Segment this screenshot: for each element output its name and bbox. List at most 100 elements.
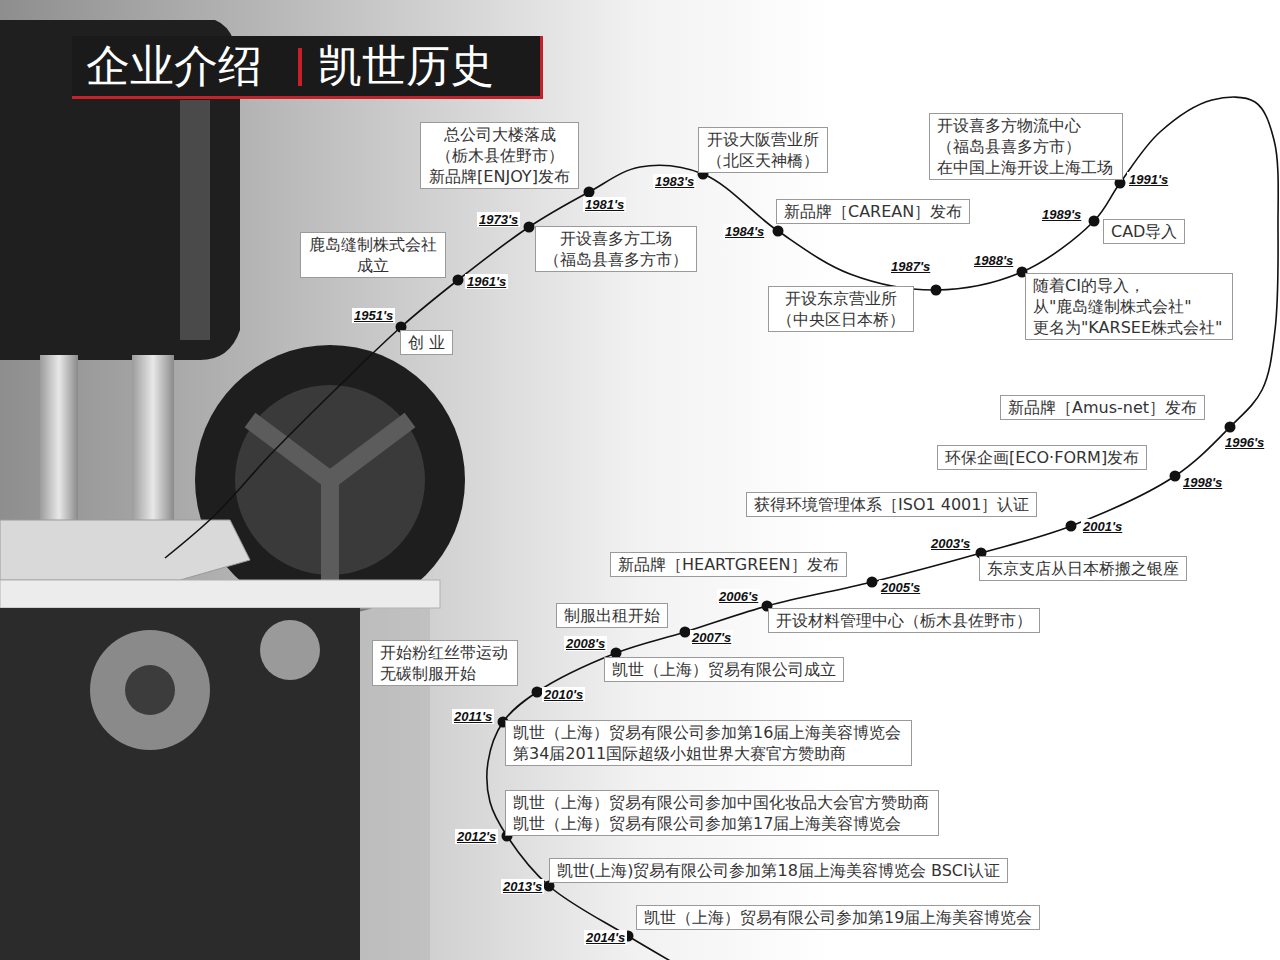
event-text: 新品牌［CAREAN］发布: [784, 201, 962, 222]
event-box: 凯世（上海）贸易有限公司成立: [604, 657, 844, 682]
event-box: 开设喜多方工场 （福岛县喜多方市）: [535, 226, 697, 272]
event-text: 随着CI的导入， 从"鹿岛缝制株式会社" 更名为"KARSEE株式会社": [1033, 275, 1225, 338]
year-label: 2011's: [452, 709, 494, 724]
presser-foot: [0, 520, 250, 580]
event-box: 创 业: [400, 330, 453, 355]
event-text: 凯世（上海）贸易有限公司参加第16届上海美容博览会 第34届2011国际超级小姐…: [513, 722, 904, 764]
year-label: 1951's: [352, 308, 395, 323]
event-box: 凯世（上海）贸易有限公司参加第19届上海美容博览会: [636, 905, 1040, 930]
event-box: 开设大阪营业所 （北区天神橋）: [698, 127, 828, 173]
year-dot: [680, 627, 691, 638]
event-text: 凯世（上海）贸易有限公司成立: [612, 659, 836, 680]
event-text: 凯世（上海）贸易有限公司参加第19届上海美容博览会: [644, 907, 1032, 928]
year-dot: [1170, 471, 1181, 482]
event-box: 总公司大楼落成 （栃木县佐野市） 新品牌[ENJOY]发布: [420, 122, 579, 189]
year-label: 1988's: [972, 253, 1015, 268]
year-label: 2007's: [690, 630, 733, 645]
hand-wheel: [195, 345, 465, 615]
event-box: 凯世（上海）贸易有限公司参加中国化妆品大会官方赞助商 凯世（上海）贸易有限公司参…: [505, 790, 939, 836]
year-dot: [1225, 422, 1236, 433]
title-bar: [72, 36, 540, 96]
event-box: 开设喜多方物流中心 （福岛县喜多方市） 在中国上海开设上海工场: [929, 113, 1123, 180]
bobbin-center: [125, 665, 175, 715]
event-box: 东京支店从日本桥搬之银座: [979, 556, 1187, 581]
year-label: 1998's: [1181, 475, 1224, 490]
year-label: 1991's: [1127, 172, 1170, 187]
year-dot: [1089, 216, 1100, 227]
timeline-curve: [165, 97, 1278, 960]
small-gear: [260, 620, 320, 680]
event-box: 新品牌［CAREAN］发布: [776, 199, 970, 224]
year-label: 2012's: [455, 829, 498, 844]
year-label: 2008's: [564, 636, 607, 651]
event-text: 鹿岛缝制株式会社 成立: [308, 234, 438, 276]
event-box: 凯世(上海)贸易有限公司参加第18届上海美容博览会 BSCI认证: [549, 858, 1008, 883]
year-label: 2003's: [929, 536, 972, 551]
event-text: 新品牌［Amus-net］发布: [1008, 397, 1197, 418]
year-label: 2006's: [717, 589, 760, 604]
title-divider: [298, 48, 302, 86]
year-label: 1983's: [653, 174, 696, 189]
event-box: 开设材料管理中心（栃木县佐野市）: [768, 608, 1040, 633]
page-subtitle: 凯世历史: [318, 38, 494, 94]
event-box: 鹿岛缝制株式会社 成立: [300, 232, 446, 278]
year-dot: [584, 187, 595, 198]
year-label: 1984's: [723, 224, 766, 239]
event-text: 东京支店从日本桥搬之银座: [987, 558, 1179, 579]
year-label: 2014's: [584, 930, 627, 945]
event-text: 凯世(上海)贸易有限公司参加第18届上海美容博览会 BSCI认证: [557, 860, 1000, 881]
year-label: 1996's: [1223, 435, 1266, 450]
event-text: 总公司大楼落成 （栃木县佐野市） 新品牌[ENJOY]发布: [428, 124, 571, 187]
event-text: 开设东京营业所 （中央区日本桥）: [776, 288, 906, 330]
event-text: 开设喜多方物流中心 （福岛县喜多方市） 在中国上海开设上海工场: [937, 115, 1115, 178]
event-box: 随着CI的导入， 从"鹿岛缝制株式会社" 更名为"KARSEE株式会社": [1025, 273, 1233, 340]
year-dot: [453, 275, 464, 286]
year-dot: [867, 577, 878, 588]
event-text: 环保企画[ECO·FORM]发布: [945, 447, 1139, 468]
machine-base: [0, 608, 360, 960]
event-text: 创 业: [408, 332, 445, 353]
year-dot: [1066, 521, 1077, 532]
event-text: 开设大阪营业所 （北区天神橋）: [706, 129, 820, 171]
event-text: 开设喜多方工场 （福岛县喜多方市）: [543, 228, 689, 270]
title-edge: [540, 36, 543, 99]
year-label: 2001's: [1081, 519, 1124, 534]
event-text: 获得环境管理体系［ISO1 4001］认证: [754, 494, 1029, 515]
event-box: 获得环境管理体系［ISO1 4001］认证: [746, 492, 1037, 517]
year-label: 1961's: [465, 274, 508, 289]
year-label: 1989's: [1040, 207, 1083, 222]
event-text: 制服出租开始: [564, 605, 660, 626]
event-box: 开始粉红丝带运动 无碳制服开始: [372, 640, 518, 686]
event-text: 开设材料管理中心（栃木县佐野市）: [776, 610, 1032, 631]
event-box: 开设东京营业所 （中央区日本桥）: [768, 286, 914, 332]
year-dot: [524, 222, 535, 233]
year-label: 2013's: [501, 879, 544, 894]
year-label: 1981's: [583, 197, 626, 212]
needle-bar: [132, 355, 174, 545]
bobbin-gear: [90, 630, 210, 750]
year-label: 2005's: [879, 580, 922, 595]
year-label: 1987's: [889, 259, 932, 274]
event-text: CAD导入: [1111, 221, 1177, 242]
year-dot: [931, 285, 942, 296]
event-text: 凯世（上海）贸易有限公司参加中国化妆品大会官方赞助商 凯世（上海）贸易有限公司参…: [513, 792, 931, 834]
event-box: CAD导入: [1103, 219, 1185, 244]
event-text: 开始粉红丝带运动 无碳制服开始: [380, 642, 510, 684]
timeline-dots: [396, 169, 1236, 942]
year-dot: [773, 226, 784, 237]
event-box: 新品牌［Amus-net］发布: [1000, 395, 1205, 420]
page-title: 企业介绍: [86, 38, 262, 94]
event-text: 新品牌［HEARTGREEN］发布: [618, 554, 839, 575]
event-box: 环保企画[ECO·FORM]发布: [937, 445, 1147, 470]
year-dot: [532, 687, 543, 698]
bed-plate: [0, 580, 440, 608]
title-underline: [72, 96, 543, 99]
year-label: 1973's: [477, 212, 520, 227]
year-label: 2010's: [542, 687, 585, 702]
event-box: 新品牌［HEARTGREEN］发布: [610, 552, 847, 577]
wheel-spokes: [250, 420, 410, 580]
event-box: 制服出租开始: [556, 603, 668, 628]
event-box: 凯世（上海）贸易有限公司参加第16届上海美容博览会 第34届2011国际超级小姐…: [505, 720, 912, 766]
